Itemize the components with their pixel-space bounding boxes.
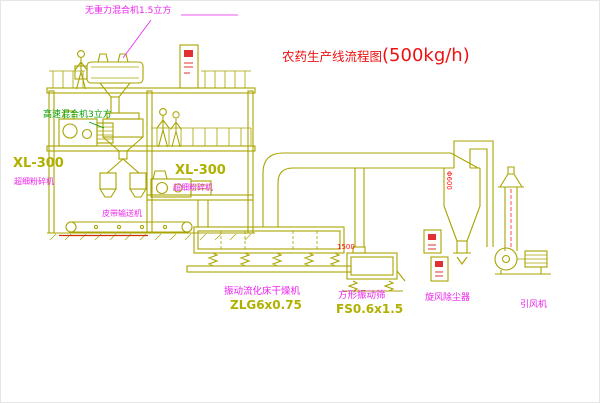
label-sieve-model: FS0.6x1.5 <box>336 302 404 316</box>
label-belt-conveyor: 皮带输送机 <box>102 209 142 218</box>
label-dryer-name: 振动流化床干燥机 <box>224 286 301 297</box>
induced-draft-fan <box>494 247 551 275</box>
leader-line-top-mixer <box>122 14 238 59</box>
mill-left <box>58 110 114 147</box>
exhaust-stack <box>498 166 524 251</box>
sieve-feed-pipe <box>354 168 365 247</box>
label-high-speed-mixer: 高速混合机3立方 <box>43 110 112 120</box>
label-sieve-dimension: 1500 <box>337 243 355 251</box>
label-cyclone-dimension: Φ600 <box>445 171 453 190</box>
exhaust-duct <box>262 152 479 247</box>
square-sieve <box>343 246 406 292</box>
gravity-mixer <box>74 53 144 114</box>
label-cyclone: 旋风除尘器 <box>425 293 471 303</box>
worker-top-platform <box>74 50 88 90</box>
fluid-bed-dryer <box>186 200 352 273</box>
page-title: 农药生产线流程图(500kg/h) <box>282 45 470 66</box>
railing <box>49 70 252 146</box>
title-capacity: (500kg/h) <box>382 45 470 66</box>
label-mill-left-name: 超细粉碎机 <box>14 177 54 186</box>
worker-second-floor-2 <box>169 111 183 148</box>
belt-conveyor <box>65 221 193 233</box>
label-mill-mid-model: XL-300 <box>175 163 226 178</box>
control-cabinet-a <box>423 229 442 254</box>
label-mill-left-model: XL-300 <box>13 156 64 171</box>
title-text: 农药生产线流程图 <box>282 49 383 64</box>
building-frame <box>46 70 256 241</box>
label-dryer-model: ZLG6x0.75 <box>230 298 302 312</box>
label-mill-mid-name: 超细粉碎机 <box>173 183 213 192</box>
control-cabinet-b <box>430 256 449 282</box>
leader-line-high-speed-mixer <box>88 121 105 129</box>
mill-mid <box>150 170 212 198</box>
label-fan: 引风机 <box>520 300 548 310</box>
label-gravity-mixer: 无重力混合机1.5立方 <box>85 6 172 16</box>
control-cabinet-top <box>179 44 199 89</box>
cyclone <box>443 140 494 265</box>
label-sieve-name: 方形振动筛 <box>338 290 386 301</box>
high-speed-mixer <box>99 112 147 198</box>
